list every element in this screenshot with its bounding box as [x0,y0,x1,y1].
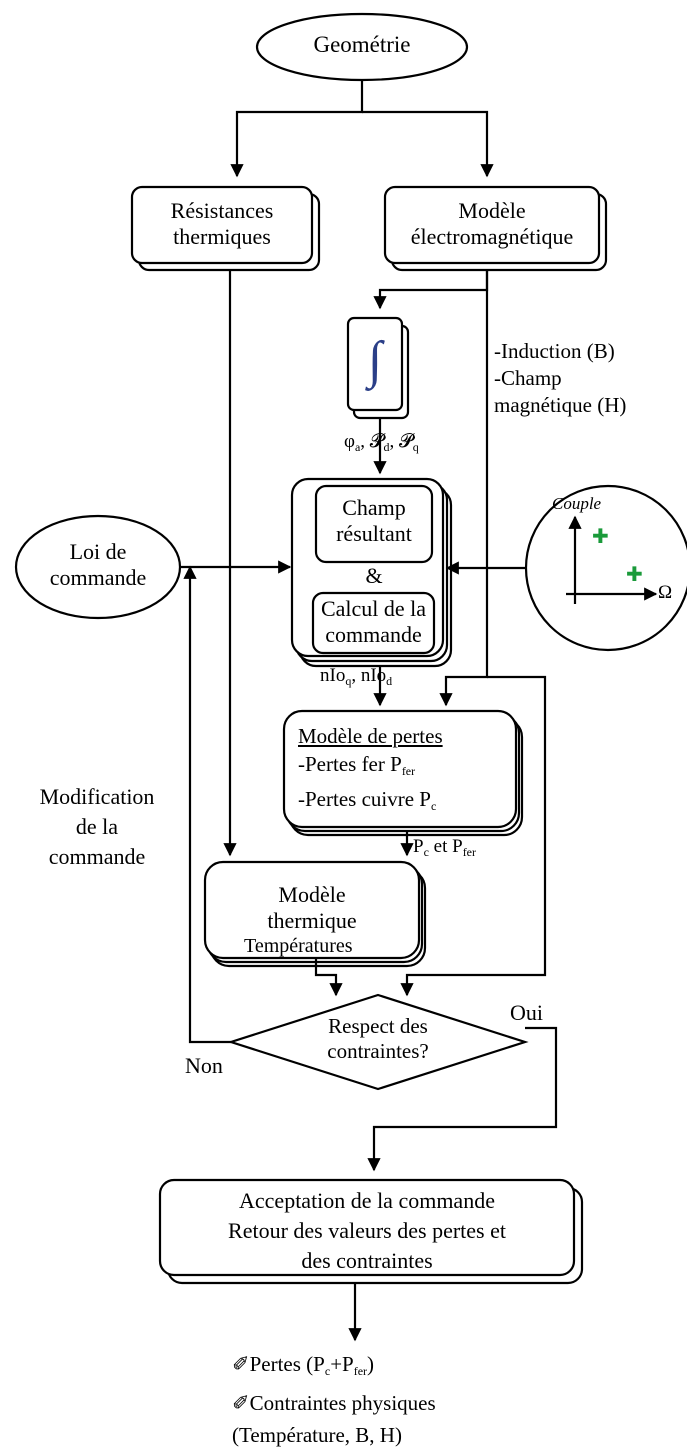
arrow-to-integral [373,270,489,310]
arrow-thermique-to-decision [314,958,343,997]
outputs-label: ✐Pertes (Pc+Pfer) ✐Contraintes physiques… [232,1352,436,1447]
oui-label: Oui [510,1000,543,1025]
resistances-box [130,185,314,265]
integral-box [346,316,404,412]
arrow-em-to-pertes [439,270,489,707]
modele-pertes-box [282,709,518,829]
champ-resultant-box [314,484,434,564]
geometrie-label: Geométrie [313,32,411,57]
torque-plot-circle [524,484,687,652]
integral-symbol: ∫ [367,332,383,389]
modele-pertes-label: Modèle de pertes -Pertes fer Pfer -Perte… [298,724,443,813]
arrow-to-resistances [230,80,364,178]
flux-label: φa, 𝓟d, 𝓟q [344,431,419,454]
arrow-to-modele-em [362,110,494,178]
plot-marker-2: ✚ [626,564,643,586]
temperatures-label: Températures [244,935,353,957]
arrow-em-to-decision [400,675,547,997]
plot-marker-1: ✚ [592,526,609,548]
plot-xlabel: Ω [658,582,673,603]
arrow-oui [367,1026,558,1172]
plot-ylabel: Couple [552,494,602,513]
arrow-non-loop [183,565,231,1044]
current-label: nIoq, nIod [320,665,393,688]
ampersand-label: & [365,563,383,588]
modele-em-box [383,185,601,265]
non-label: Non [185,1053,223,1078]
decision-diamond [227,993,529,1091]
pencil-icon: ✐ [232,1391,250,1415]
acceptation-box [158,1178,576,1277]
modele-thermique-box [203,860,421,960]
pencil-icon: ✐ [232,1352,250,1376]
losses-label: Pc et Pfer [413,836,477,859]
calcul-commande-box [311,591,436,655]
control-box [290,477,445,658]
